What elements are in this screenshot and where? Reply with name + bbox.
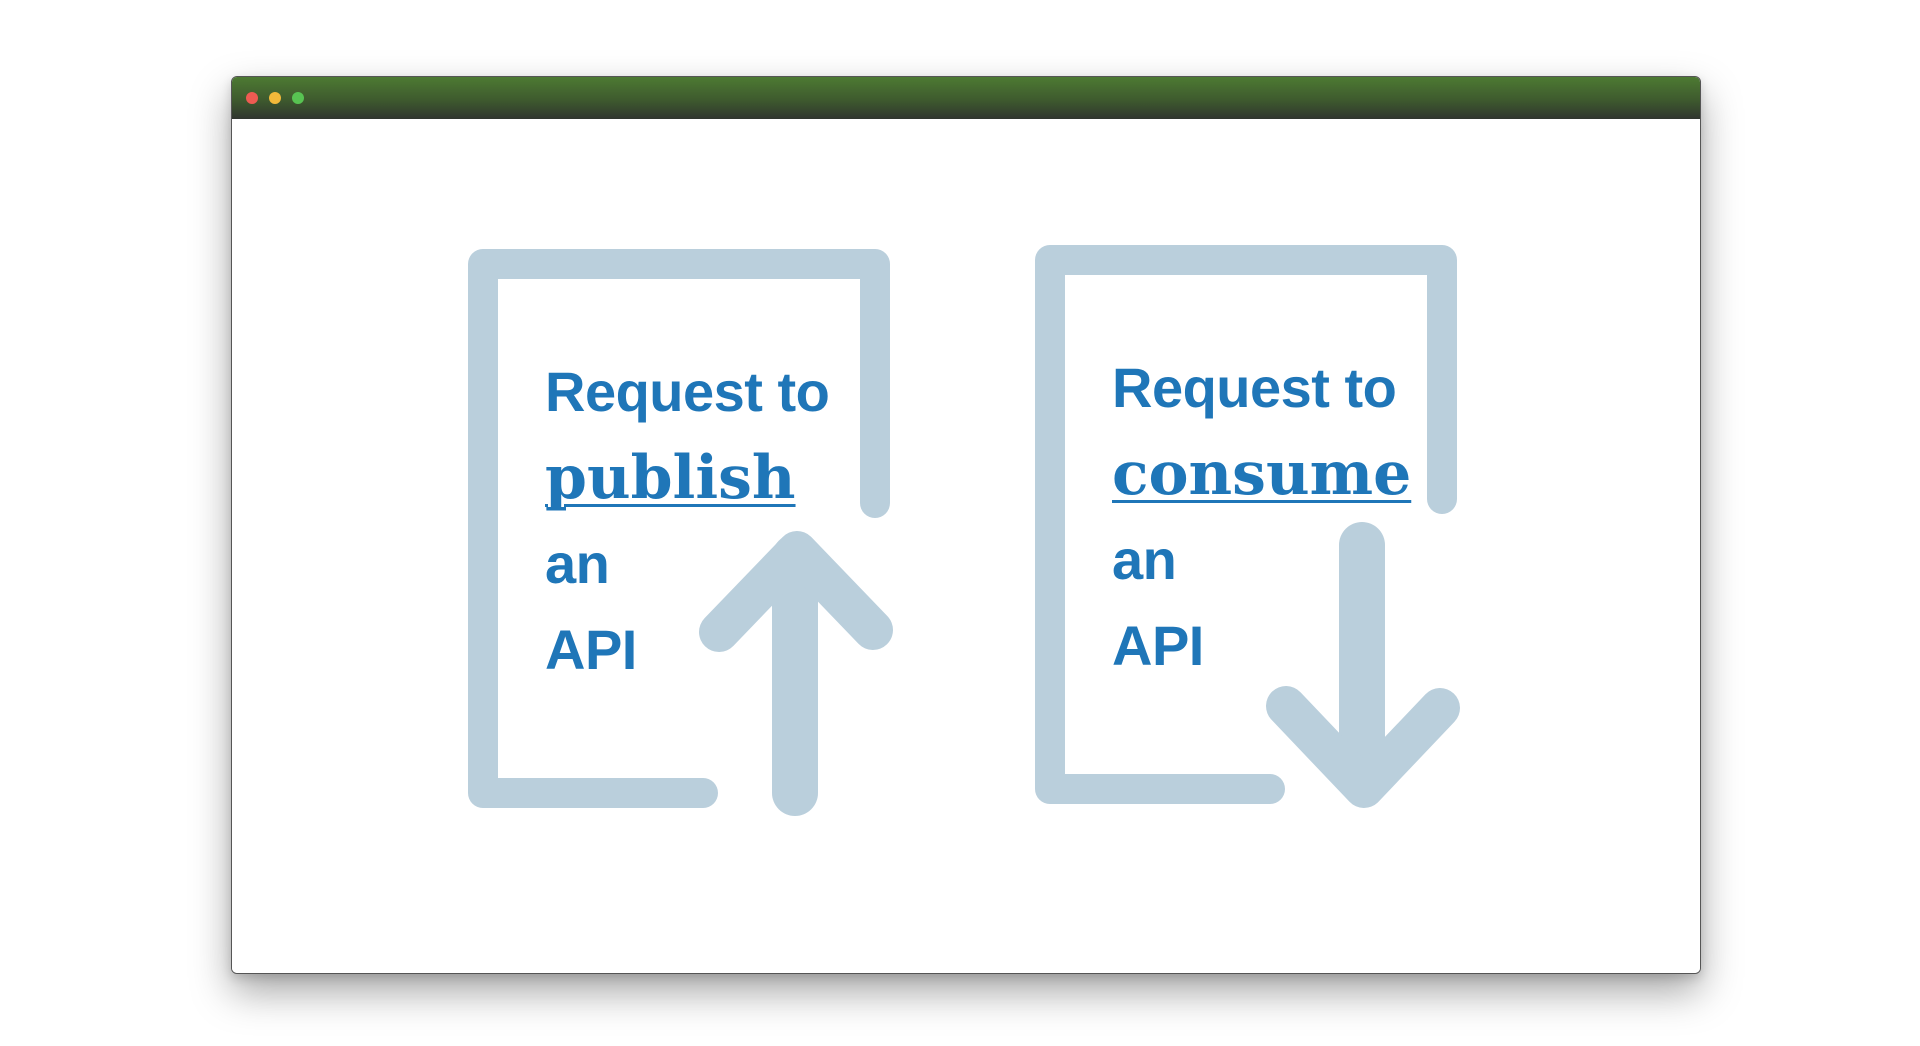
arrow-up-icon (699, 531, 893, 816)
title-bar (232, 77, 1700, 119)
card-line-api: API (1112, 614, 1204, 677)
card-line-request: Request to (1112, 356, 1397, 419)
consume-card-text: Request to consume an API (1112, 345, 1411, 689)
consume-api-card[interactable]: Request to consume an API (1035, 245, 1475, 825)
minimize-button[interactable] (269, 92, 281, 104)
arrow-down-icon (1266, 522, 1460, 808)
publish-api-card[interactable]: Request to publish an API (468, 249, 908, 829)
consume-link[interactable]: consume (1112, 439, 1412, 509)
card-line-an: an (545, 532, 610, 595)
maximize-button[interactable] (292, 92, 304, 104)
app-window: Request to publish an API Request to con… (231, 76, 1701, 974)
document-frame-icon (468, 249, 890, 808)
card-line-an: an (1112, 528, 1177, 591)
publish-card-text: Request to publish an API (545, 349, 830, 693)
document-frame-icon (1035, 245, 1457, 804)
page-content: Request to publish an API Request to con… (232, 119, 1700, 973)
card-line-request: Request to (545, 360, 830, 423)
close-button[interactable] (246, 92, 258, 104)
card-line-api: API (545, 618, 637, 681)
publish-link[interactable]: publish (545, 443, 796, 513)
